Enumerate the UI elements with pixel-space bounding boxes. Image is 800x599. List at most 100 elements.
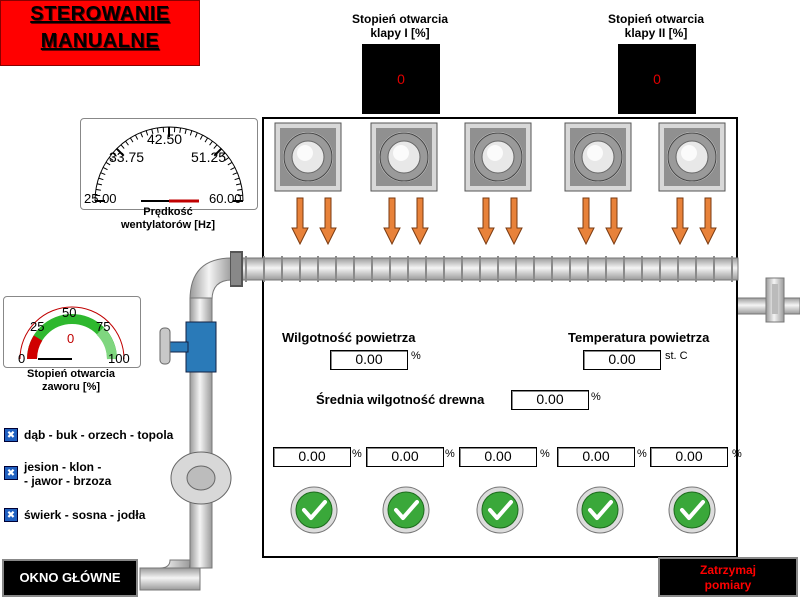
- airflow-arrow: [383, 197, 401, 246]
- sensor-status-indicators: [290, 486, 716, 534]
- stop-button-line2: pomiary: [704, 578, 752, 592]
- sensor-value-box-5: 0.00: [650, 447, 728, 467]
- fan-gauge-tick: [213, 147, 223, 157]
- flap1-value: 0: [397, 71, 405, 87]
- valve-gauge: 0 25 50 75 100 0: [3, 296, 141, 368]
- sensor-value-1: 0.00: [298, 448, 326, 464]
- fan-gauge-tick: [120, 144, 125, 149]
- fan-unit: [464, 122, 532, 192]
- avg-wood-value: 0.00: [536, 391, 564, 407]
- humidity-unit: %: [411, 350, 421, 362]
- airflow-arrow: [671, 197, 689, 246]
- page-title-box: STEROWANIE MANUALNE: [0, 0, 200, 66]
- airflow-arrows: [291, 197, 717, 246]
- sensor-unit-2: %: [445, 448, 455, 460]
- avg-wood-label: Średnia wilgotność drewna: [316, 392, 485, 407]
- fan-gauge-tick: [100, 172, 106, 176]
- avg-wood-value-box: 0.00: [511, 390, 589, 410]
- status-check-icon: [668, 486, 716, 534]
- fan-unit: [370, 122, 438, 192]
- fan-gauge-dial: [94, 126, 244, 203]
- wood-type-checkbox-2[interactable]: ✖: [4, 466, 18, 480]
- flap2-value: 0: [653, 71, 661, 87]
- fan-gauge-tick: [125, 140, 129, 146]
- fans-graphic: [274, 122, 726, 192]
- sensor-value-box-3: 0.00: [459, 447, 537, 467]
- flap2-label-line2: klapy II [%]: [624, 26, 688, 40]
- fan-gauge-tick: [96, 183, 103, 186]
- flap2-label-line1: Stopień otwarcia: [607, 12, 705, 26]
- fan-gauge-tick: [194, 132, 198, 138]
- airflow-arrow: [699, 197, 717, 246]
- flap2-label: Stopień otwarcia klapy II [%]: [596, 12, 716, 40]
- valve-tick-label-4: 100: [108, 351, 130, 366]
- fan-gauge-tick: [102, 166, 108, 171]
- fan-gauge-tick: [156, 127, 159, 133]
- valve-gauge-dial: [19, 306, 125, 360]
- page-title-line1: STEROWANIE: [30, 3, 170, 25]
- status-check-icon: [290, 486, 338, 534]
- fan-gauge-tick: [224, 157, 230, 161]
- fan-gauge-tick: [145, 130, 149, 136]
- fan-gauge-tick: [112, 152, 117, 157]
- valve-gauge-label-line1: Stopień otwarcia: [26, 368, 116, 380]
- wood-type-label-2-line2: - jawor - brzoza: [24, 474, 112, 488]
- fan-gauge-label-line1: Prędkość: [143, 206, 193, 218]
- wood-type-checkbox-3[interactable]: ✖: [4, 508, 18, 522]
- avg-wood-unit: %: [591, 391, 601, 403]
- fan-gauge-tick: [189, 130, 193, 136]
- sensor-value-4: 0.00: [582, 448, 610, 464]
- status-check-icon: [382, 486, 430, 534]
- fan-gauge-tick: [221, 152, 226, 157]
- sensor-value-5: 0.00: [675, 448, 703, 464]
- airflow-arrow: [291, 197, 309, 246]
- stop-measurements-button[interactable]: Zatrzymaj pomiary: [658, 557, 798, 597]
- flap1-label: Stopień otwarcia klapy I [%]: [340, 12, 460, 40]
- fan-gauge-tick: [237, 188, 243, 191]
- fan-unit: [274, 122, 342, 192]
- airflow-arrow: [477, 197, 495, 246]
- valve-tick-label-3: 75: [96, 319, 111, 334]
- airflow-arrow: [505, 197, 523, 246]
- fan-tick-label-0: 25.00: [84, 191, 117, 206]
- fan-gauge-tick: [232, 172, 238, 176]
- status-check-icon: [576, 486, 624, 534]
- fan-gauge-tick: [209, 140, 213, 146]
- valve-gauge-label-line2: zaworu [%]: [41, 381, 101, 393]
- fan-gauge-tick: [115, 147, 125, 157]
- valve-gauge-label: Stopień otwarcia zaworu [%]: [3, 368, 139, 394]
- wood-type-checkbox-1[interactable]: ✖: [4, 428, 18, 442]
- fan-tick-label-1: 33.75: [109, 149, 145, 165]
- wood-type-label-3: świerk - sosna - jodła: [24, 508, 146, 522]
- stop-button-line1: Zatrzymaj: [699, 563, 757, 577]
- fan-gauge-tick: [184, 128, 187, 135]
- status-check-icon: [476, 486, 524, 534]
- fan-speed-gauge: 25.00 33.75 42.50 51.25 60.00: [80, 118, 258, 210]
- fan-gauge-tick: [199, 134, 204, 140]
- wood-type-label-2: jesion - klon - - jawor - brzoza: [24, 460, 111, 488]
- humidity-label: Wilgotność powietrza: [282, 330, 416, 345]
- fan-gauge-tick: [230, 166, 236, 171]
- flap1-label-line1: Stopień otwarcia: [351, 12, 449, 26]
- fan-gauge-tick: [105, 161, 111, 166]
- fan-gauge-tick: [151, 128, 154, 135]
- fan-gauge-tick: [140, 132, 144, 138]
- fan-gauge-label: Prędkość wentylatorów [Hz]: [100, 206, 236, 232]
- sensor-value-3: 0.00: [484, 448, 512, 464]
- fan-tick-label-4: 60.00: [209, 191, 242, 206]
- fan-gauge-tick: [95, 188, 101, 191]
- main-window-button[interactable]: OKNO GŁÓWNE: [2, 559, 138, 597]
- airflow-arrow: [605, 197, 623, 246]
- airflow-arrow: [411, 197, 429, 246]
- distribution-pipe: [230, 251, 739, 287]
- sensor-unit-5: %: [732, 448, 742, 460]
- pipe-flange: [230, 251, 243, 287]
- fan-unit: [658, 122, 726, 192]
- sensor-value-box-4: 0.00: [557, 447, 635, 467]
- humidity-value-box: 0.00: [330, 350, 408, 370]
- flap1-display: 0: [362, 44, 440, 114]
- valve-gauge-value: 0: [67, 331, 75, 346]
- wood-type-label-1: dąb - buk - orzech - topola: [24, 428, 174, 442]
- valve-tick-label-0: 0: [18, 351, 26, 366]
- fan-gauge-tick: [234, 177, 240, 181]
